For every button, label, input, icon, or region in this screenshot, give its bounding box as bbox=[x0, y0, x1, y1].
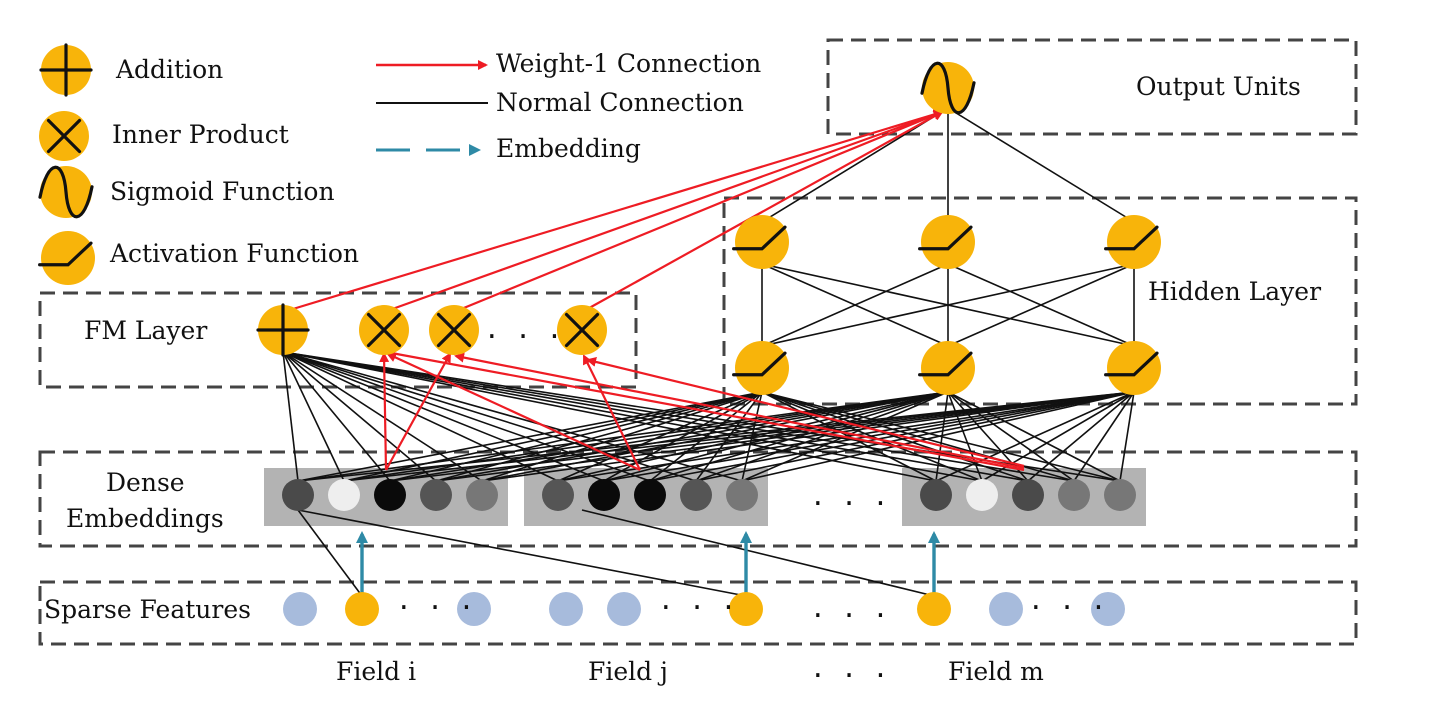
sparse-node bbox=[1091, 592, 1125, 626]
dense-unit bbox=[374, 479, 406, 511]
field-j-label: Field j bbox=[588, 657, 668, 686]
dense-unit bbox=[966, 479, 998, 511]
sparse-node bbox=[607, 592, 641, 626]
relu-icon bbox=[38, 241, 93, 267]
dense-units bbox=[282, 479, 1136, 511]
sparse-ellipsis-3: · · · bbox=[810, 601, 888, 631]
sine-icon bbox=[38, 165, 94, 219]
operator-nodes bbox=[256, 61, 1161, 395]
relu-icon bbox=[732, 351, 787, 377]
sparse-node bbox=[283, 592, 317, 626]
relu-icon bbox=[918, 351, 973, 377]
sparse-ellipsis-2: · · · bbox=[658, 593, 736, 623]
output-unit bbox=[920, 61, 976, 115]
legend-inner-product-node bbox=[39, 111, 89, 161]
hidden-unit bbox=[1104, 341, 1161, 395]
dense-label-line2: Embeddings bbox=[66, 504, 224, 533]
fm-ellipsis: · · · bbox=[484, 322, 562, 352]
relu-icon bbox=[1104, 351, 1159, 377]
legend: Addition Inner Product Sigmoid Function … bbox=[38, 43, 761, 285]
legend-sigmoid-label: Sigmoid Function bbox=[110, 177, 335, 206]
fm-layer-label: FM Layer bbox=[84, 316, 207, 345]
hidden-unit bbox=[732, 341, 789, 395]
fm-addition-unit bbox=[256, 303, 310, 357]
dense-unit bbox=[466, 479, 498, 511]
legend-addition-label: Addition bbox=[115, 55, 223, 84]
fm-inner-product-unit bbox=[429, 305, 479, 355]
cross-icon bbox=[436, 312, 472, 348]
dense-unit bbox=[282, 479, 314, 511]
dense-unit bbox=[920, 479, 952, 511]
field-m-label: Field m bbox=[948, 657, 1044, 686]
sparse-node-active bbox=[917, 592, 951, 626]
legend-sigmoid-node bbox=[38, 165, 94, 219]
output-units-label: Output Units bbox=[1136, 72, 1301, 101]
normal-connections bbox=[282, 107, 1135, 597]
dense-ellipsis: · · · bbox=[810, 489, 888, 519]
sparse-node bbox=[989, 592, 1023, 626]
cross-icon bbox=[46, 118, 82, 154]
output-units-box bbox=[826, 38, 1358, 136]
dense-unit bbox=[1058, 479, 1090, 511]
dense-unit bbox=[1104, 479, 1136, 511]
hidden-unit bbox=[732, 215, 789, 269]
sparse-node-active bbox=[729, 592, 763, 626]
legend-normal-label: Normal Connection bbox=[496, 88, 744, 117]
dense-unit bbox=[328, 479, 360, 511]
dense-label-line1: Dense bbox=[106, 468, 185, 497]
sparse-features-label: Sparse Features bbox=[44, 595, 251, 624]
sparse-node bbox=[457, 592, 491, 626]
legend-inner-product-label: Inner Product bbox=[112, 120, 289, 149]
legend-embedding-label: Embedding bbox=[496, 134, 641, 163]
relu-icon bbox=[1104, 225, 1159, 251]
field-i-label: Field i bbox=[336, 657, 416, 686]
cross-icon bbox=[366, 312, 402, 348]
fm-inner-product-unit bbox=[359, 305, 409, 355]
dense-unit bbox=[420, 479, 452, 511]
dense-unit bbox=[680, 479, 712, 511]
dense-unit bbox=[726, 479, 758, 511]
relu-icon bbox=[918, 225, 973, 251]
sparse-ellipsis-1: · · · bbox=[396, 593, 474, 623]
dense-unit bbox=[1012, 479, 1044, 511]
field-gap-ellipsis: · · · bbox=[810, 661, 888, 691]
legend-activation-node bbox=[38, 231, 95, 285]
sine-icon bbox=[920, 61, 976, 115]
plus-icon bbox=[256, 303, 310, 357]
sparse-ellipsis-4: · · · bbox=[1028, 593, 1106, 623]
sparse-features-box bbox=[38, 580, 1358, 646]
legend-activation-label: Activation Function bbox=[109, 239, 359, 268]
cross-icon bbox=[564, 312, 600, 348]
hidden-unit bbox=[1104, 215, 1161, 269]
sparse-node-active bbox=[345, 592, 379, 626]
fm-inner-product-unit bbox=[557, 305, 607, 355]
weight1-connections bbox=[282, 109, 1025, 472]
hidden-unit bbox=[918, 215, 975, 269]
legend-weight1-label: Weight-1 Connection bbox=[496, 49, 761, 78]
legend-addition-node bbox=[39, 43, 93, 97]
hidden-layer-label: Hidden Layer bbox=[1148, 277, 1321, 306]
relu-icon bbox=[732, 225, 787, 251]
hidden-unit bbox=[918, 341, 975, 395]
dense-unit bbox=[634, 479, 666, 511]
dense-unit bbox=[588, 479, 620, 511]
sparse-nodes bbox=[283, 592, 1125, 626]
sparse-node bbox=[549, 592, 583, 626]
embedding-arrows bbox=[356, 531, 940, 596]
dense-unit bbox=[542, 479, 574, 511]
plus-icon bbox=[39, 43, 93, 97]
